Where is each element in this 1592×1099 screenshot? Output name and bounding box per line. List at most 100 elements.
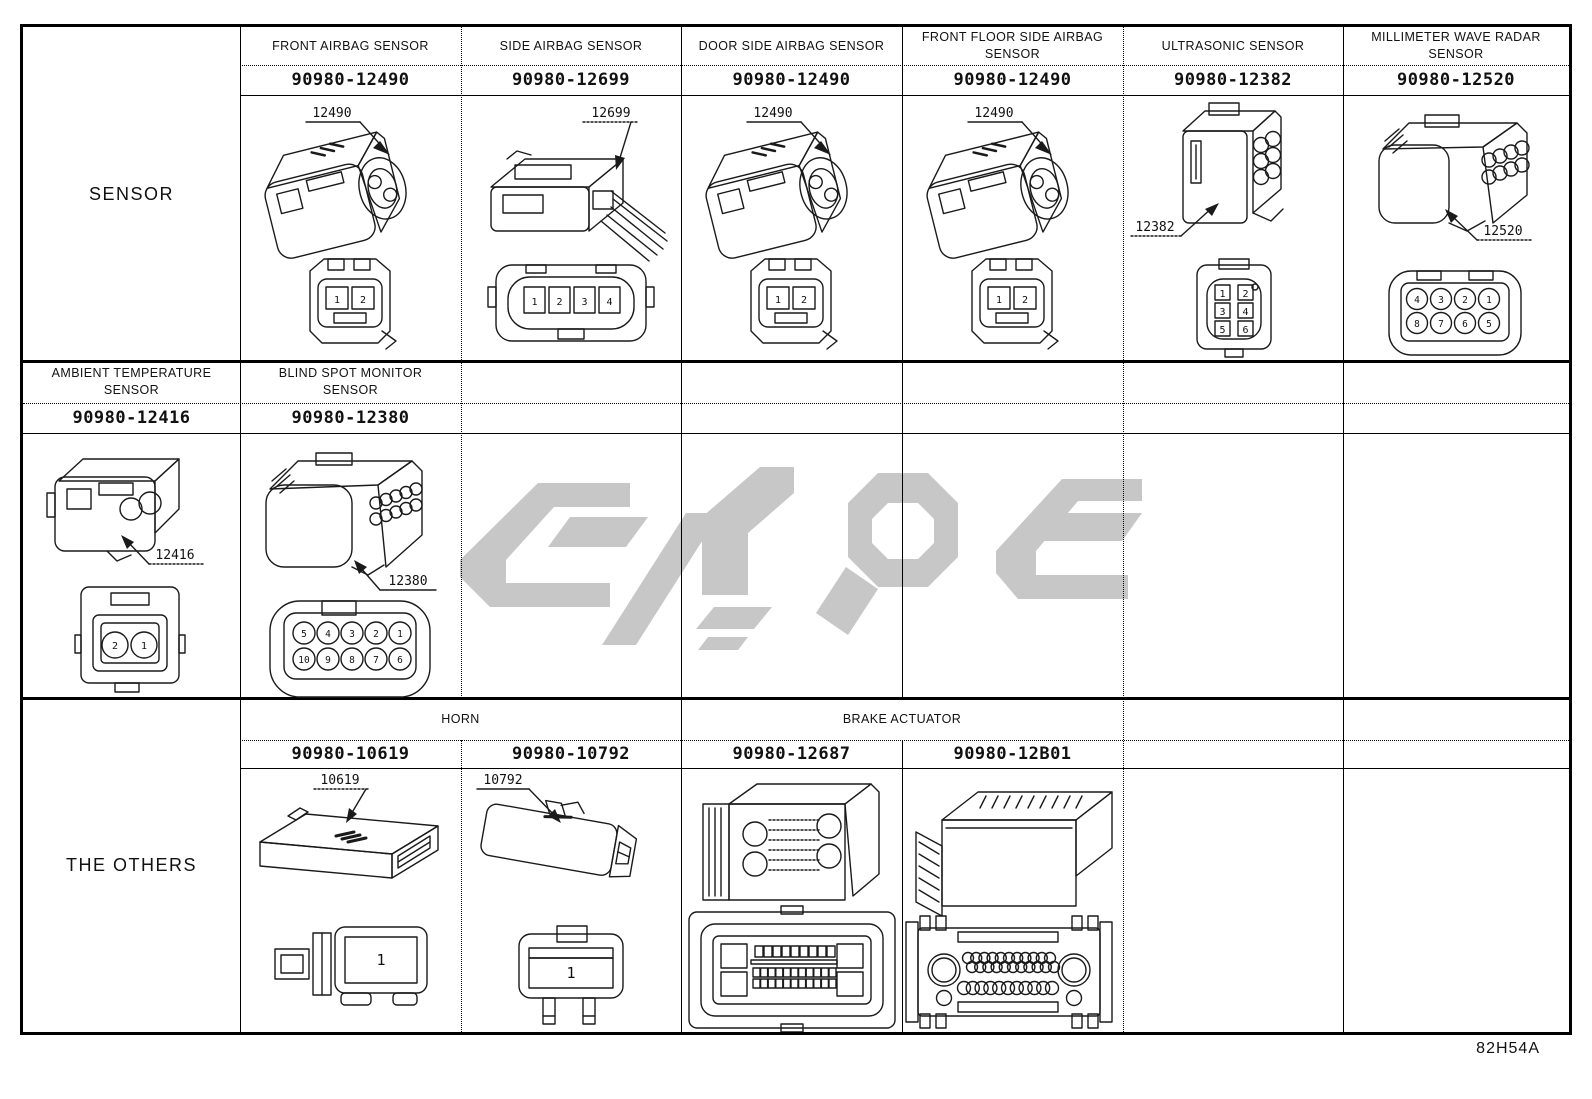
- pin-number: 6: [1462, 319, 1468, 330]
- grid-line: [23, 433, 1569, 434]
- span-header-horn: HORN: [441, 711, 480, 726]
- pin-number: 1: [1219, 289, 1225, 300]
- connector-face-view: 2 1: [74, 586, 186, 693]
- radar-connector-drawing: 12520 4 3 2 1 8 7 6 5: [1343, 95, 1569, 361]
- callout-leader-line: [359, 566, 381, 591]
- connector-face-view: 4 3 2 1 8 7 6 5: [1388, 270, 1522, 356]
- connector-face-view: 5 4 3 2 1 10 9 8 7 6: [269, 600, 431, 698]
- pin-number: 1: [996, 295, 1002, 306]
- pin-number: 1: [376, 951, 385, 969]
- callout-label: 10619: [320, 773, 359, 788]
- pin-number: 2: [1022, 295, 1028, 306]
- callout-label: 12416: [155, 548, 194, 563]
- pin-number: 4: [1242, 307, 1248, 318]
- front-floor-side-airbag-connector-drawing: 12490: [902, 95, 1123, 361]
- connector-iso-view: [265, 452, 423, 576]
- row-label-the-others: THE OTHERS: [65, 854, 197, 875]
- connector-iso-view: [264, 131, 407, 259]
- part-number: 90980-12490: [732, 70, 851, 90]
- grid-line: [240, 95, 1569, 96]
- grid-line: [240, 740, 1569, 741]
- pin-number: 5: [301, 629, 307, 640]
- pin-number: 2: [360, 295, 366, 306]
- callout-label: 12382: [1135, 220, 1174, 235]
- column-header: MILLIMETER WAVE RADAR SENSOR: [1371, 30, 1541, 61]
- pin-number: 3: [581, 297, 587, 308]
- part-number: 90980-10619: [291, 744, 410, 764]
- pin-number: 1: [531, 297, 537, 308]
- door-side-airbag-connector-drawing: 12490: [681, 95, 902, 361]
- callout-arrowhead: [121, 535, 134, 549]
- part-number: 90980-12490: [953, 70, 1072, 90]
- pin-number: 3: [349, 629, 355, 640]
- catalog-table: SENSOR THE OTHERS FRONT AIRBAG SENSOR SI…: [20, 24, 1572, 1035]
- callout-arrowhead: [373, 141, 390, 155]
- connector-face-view: [905, 915, 1113, 1029]
- column-header: SIDE AIRBAG SENSOR: [499, 38, 643, 53]
- connector-face-view: [688, 905, 896, 1032]
- watermark-logo: [460, 467, 1142, 650]
- column-header: FRONT FLOOR SIDE AIRBAG SENSOR: [921, 30, 1104, 61]
- pin-number: 6: [1242, 325, 1248, 336]
- connector-face-view: 1 2: [309, 258, 397, 350]
- pin-number: 3: [1219, 307, 1225, 318]
- grid-line: [461, 27, 462, 698]
- grid-line: [23, 697, 1569, 700]
- grid-line: [681, 27, 682, 1032]
- callout-label: 12490: [753, 106, 792, 121]
- part-number: 90980-12380: [291, 408, 410, 428]
- connector-face-view: 1 2: [971, 258, 1059, 350]
- callout-arrowhead: [346, 808, 357, 823]
- part-number: 90980-12687: [732, 744, 851, 764]
- callout-arrowhead: [1445, 209, 1458, 223]
- connector-iso-view: [480, 799, 638, 878]
- grid-line: [240, 65, 1569, 66]
- pin-number: 2: [1242, 289, 1248, 300]
- grid-line: [902, 27, 903, 698]
- ultrasonic-connector-drawing: 12382 1 2 3 4 5: [1123, 95, 1343, 361]
- connector-iso-view: [259, 807, 439, 879]
- part-number: 90980-12699: [511, 70, 631, 90]
- callout-arrowhead: [1035, 141, 1052, 155]
- brake-actuator-connector-12b01-drawing: [902, 768, 1123, 1032]
- callout-label: 12699: [591, 106, 630, 121]
- horn-connector-10792-drawing: 10792: [461, 768, 681, 1032]
- grid-line: [240, 27, 241, 1032]
- pin-number: 7: [373, 655, 379, 666]
- pin-number: 1: [141, 641, 147, 652]
- grid-line: [240, 768, 1569, 769]
- callout-label: 12520: [1483, 224, 1522, 239]
- front-airbag-connector-drawing: 12490: [240, 95, 461, 361]
- row-label-sensor: SENSOR: [88, 183, 175, 204]
- pin-number: 6: [397, 655, 403, 666]
- span-header-brake-actuator: BRAKE ACTUATOR: [842, 711, 962, 726]
- callout-arrowhead: [354, 560, 367, 574]
- pin-number: 8: [1414, 319, 1420, 330]
- callout-arrowhead: [1205, 203, 1219, 216]
- pin-number: 2: [373, 629, 379, 640]
- page-code: 82H54A: [1476, 1040, 1540, 1057]
- connector-iso-view: [926, 131, 1069, 259]
- callout-leader-line: [1180, 206, 1214, 237]
- part-number: 90980-12B01: [953, 744, 1072, 764]
- connector-face-view: 1: [518, 925, 624, 1025]
- connector-face-view: 1 2 3 4: [487, 264, 655, 342]
- pin-number: 2: [1462, 295, 1468, 306]
- grid-line: [1343, 27, 1344, 1032]
- brake-actuator-connector-12687-drawing: [681, 768, 902, 1032]
- part-number: 90980-12382: [1173, 70, 1293, 90]
- side-airbag-connector-drawing: 12699: [461, 95, 681, 361]
- column-header: FRONT AIRBAG SENSOR: [272, 38, 429, 53]
- grid-line: [23, 360, 1569, 363]
- pin-number: 5: [1486, 319, 1492, 330]
- blind-spot-connector-drawing: 12380 5 4 3 2 1 10 9 8: [240, 433, 461, 698]
- pin-number: 8: [349, 655, 355, 666]
- ambient-temp-connector-drawing: 12416 2 1: [23, 433, 240, 698]
- pin-number: 4: [606, 297, 612, 308]
- connector-iso-view: [915, 791, 1113, 917]
- part-number: 90980-12490: [291, 70, 410, 90]
- pin-number: 2: [801, 295, 807, 306]
- pin-number: 10: [298, 655, 310, 666]
- column-header: AMBIENT TEMPERATURE SENSOR: [51, 366, 212, 397]
